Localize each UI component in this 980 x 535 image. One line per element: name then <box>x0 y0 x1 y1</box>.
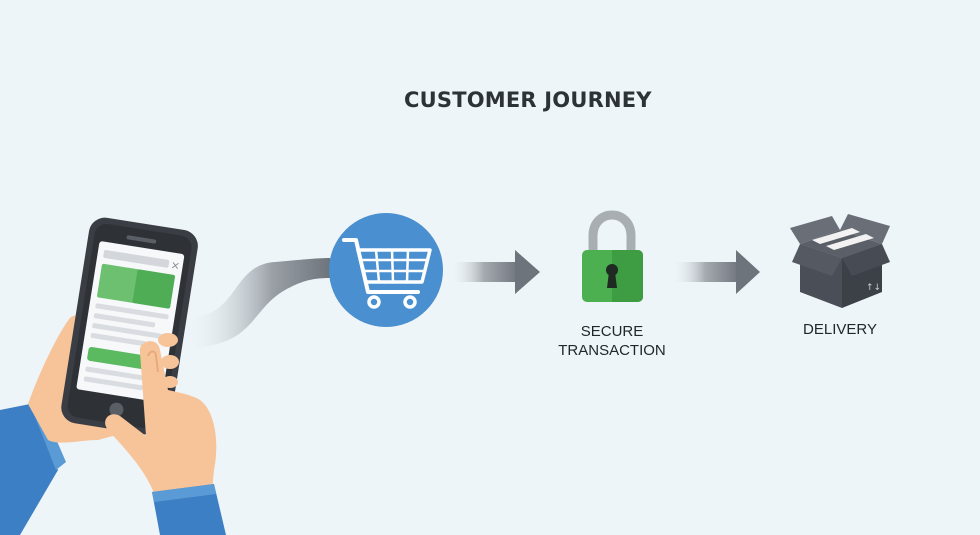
padlock-icon <box>582 210 643 302</box>
diagram-title: CUSTOMER JOURNEY <box>404 88 652 112</box>
secure-transaction-label: SECURE TRANSACTION <box>547 322 677 360</box>
arrow-right-icon <box>450 250 540 294</box>
shopping-cart-icon <box>329 213 443 327</box>
secure-transaction-label-line2: TRANSACTION <box>558 342 666 359</box>
delivery-label: DELIVERY <box>803 321 877 338</box>
package-box-icon: ↑↓ <box>790 214 890 308</box>
arrow-right-icon <box>672 250 760 294</box>
svg-text:×: × <box>170 258 181 272</box>
svg-text:↑↓: ↑↓ <box>866 283 881 293</box>
flow-swoosh <box>185 258 330 348</box>
hand-holding-smartphone-icon: × <box>0 217 226 535</box>
secure-transaction-label-line1: SECURE <box>580 323 644 340</box>
